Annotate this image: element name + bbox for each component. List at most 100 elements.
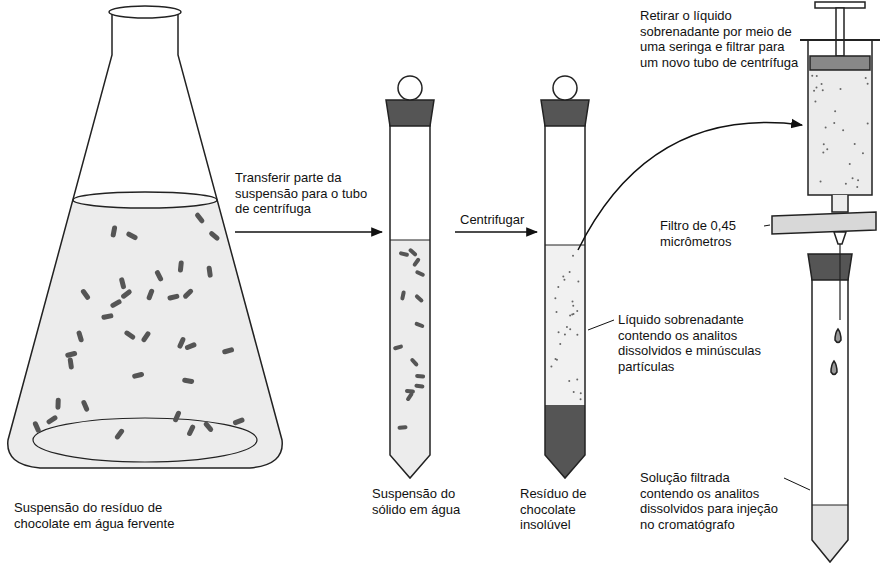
dot (823, 143, 825, 145)
dot (854, 143, 856, 145)
caption-label: Retirar o líquido sobrenadante por meio … (640, 8, 800, 70)
erlenmeyer-flask (8, 6, 282, 468)
particle (76, 330, 84, 343)
dot (821, 83, 823, 85)
particle (399, 251, 410, 257)
dot (849, 163, 851, 165)
particle (177, 336, 186, 349)
fine-particles (811, 75, 868, 188)
dot (813, 90, 815, 92)
caption-label: Transferir parte da suspensão para o tub… (235, 170, 385, 217)
particle (55, 398, 60, 410)
particle (80, 288, 91, 301)
dot (826, 148, 828, 150)
particle (119, 277, 127, 290)
centrifuge-tube (541, 76, 589, 478)
dot (563, 279, 565, 281)
particle (146, 288, 155, 301)
dot (569, 271, 571, 273)
dot (571, 314, 573, 316)
dot (577, 281, 579, 283)
dot (566, 326, 568, 328)
centrifuge-tube (808, 244, 852, 562)
particle (222, 347, 235, 355)
particle (182, 377, 195, 384)
particle (414, 384, 424, 389)
particle (208, 230, 220, 242)
particle (415, 270, 426, 278)
dot (822, 152, 824, 154)
particle (167, 293, 180, 301)
caption-label: Suspensão do resíduo de chocolate em águ… (14, 500, 184, 531)
dot (580, 398, 582, 400)
dot (568, 380, 570, 382)
particle (67, 357, 74, 370)
particle (203, 421, 215, 433)
dot (852, 177, 854, 179)
dot (554, 358, 556, 360)
particle (400, 290, 406, 301)
dot (569, 328, 571, 330)
particle (114, 428, 125, 441)
particle (141, 330, 152, 343)
particle (120, 288, 133, 299)
particle (194, 212, 205, 225)
particle (132, 371, 145, 379)
dot (569, 315, 571, 317)
dot (572, 301, 574, 303)
particle (397, 425, 407, 430)
chocolate-particles (32, 212, 245, 441)
dot (580, 392, 582, 394)
dot (833, 122, 835, 124)
caption-label: Solução filtrada contendo os analitos di… (640, 470, 780, 532)
dot (562, 276, 564, 278)
dot (842, 129, 844, 131)
dot (572, 255, 574, 257)
particle (172, 410, 181, 423)
dot (867, 123, 869, 125)
dot (834, 110, 836, 112)
particle (182, 288, 194, 300)
dot (845, 183, 847, 185)
particle (65, 350, 78, 358)
particle (110, 225, 117, 238)
dot (576, 378, 578, 380)
dot (816, 75, 818, 77)
particle (412, 257, 421, 267)
dot (554, 297, 556, 299)
caption-label: Líquido sobrenadante contendo os analito… (618, 312, 768, 374)
dot (814, 100, 816, 102)
syringe (800, 2, 880, 212)
caption-label: Centrifugar (460, 212, 524, 228)
particle (186, 424, 196, 437)
syringe-filter (772, 212, 876, 244)
particle (206, 265, 213, 278)
particle (393, 344, 404, 351)
dot (564, 333, 566, 335)
process-arrows (235, 123, 802, 250)
dot (822, 89, 824, 91)
chocolate-particles (393, 247, 426, 430)
dot (576, 310, 578, 312)
particle (154, 269, 164, 282)
caption-label: Filtro de 0,45 micrômetros (660, 218, 760, 249)
particle (184, 342, 197, 351)
dot (811, 75, 813, 77)
particle (32, 421, 41, 434)
caption-label: Suspensão do sólido em água (372, 486, 482, 517)
particle (46, 414, 59, 425)
particle (178, 260, 184, 272)
dot (857, 179, 859, 181)
particle (409, 357, 419, 367)
caption-label: Resíduo de chocolate insolúvel (520, 486, 620, 533)
particle (123, 330, 136, 341)
particle (126, 231, 139, 241)
particle (414, 321, 425, 328)
dot (572, 305, 574, 307)
dot (865, 77, 867, 79)
particle (414, 294, 424, 304)
dot (550, 365, 552, 367)
dot (825, 126, 827, 128)
dot (557, 286, 559, 288)
dot (839, 88, 841, 90)
